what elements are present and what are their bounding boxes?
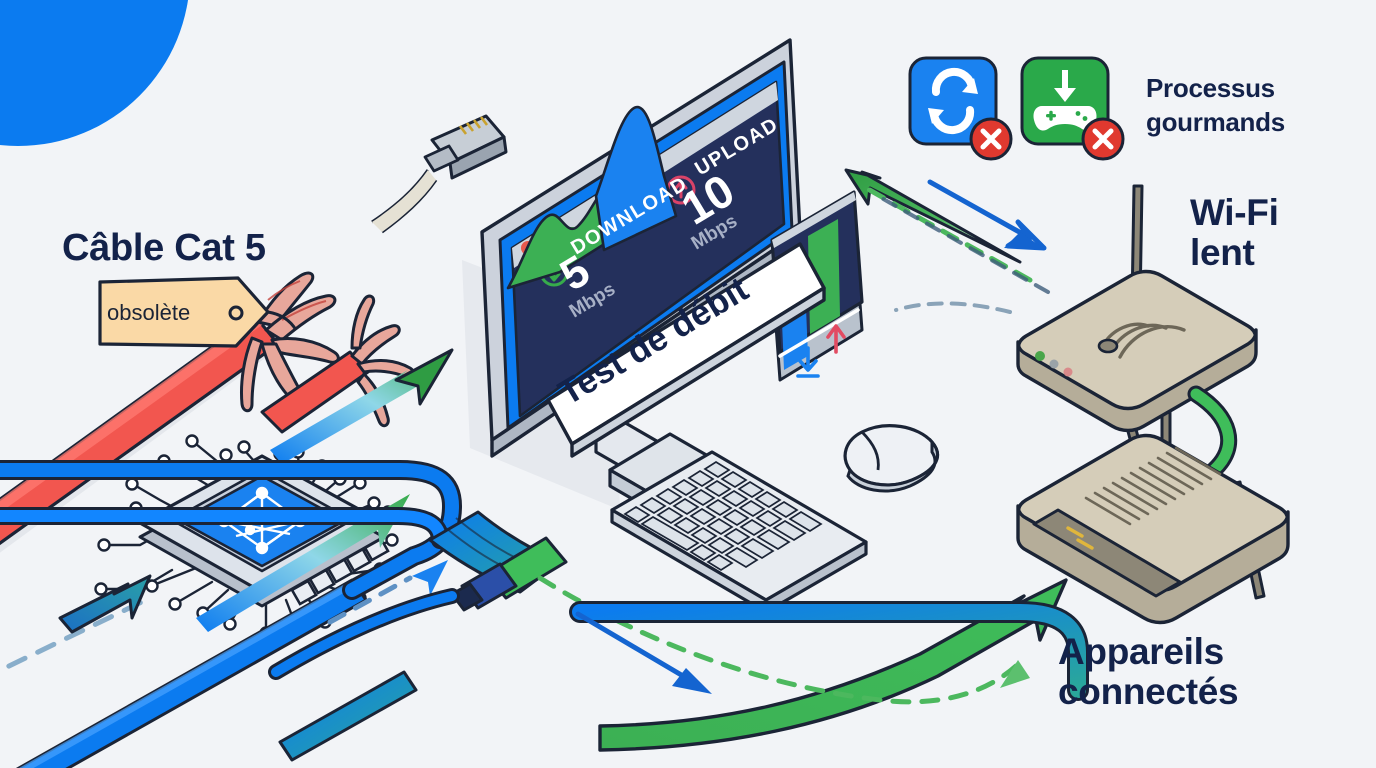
blue-ethernet-cable-segment bbox=[278, 670, 418, 762]
dashed-green-arrowhead bbox=[1000, 660, 1030, 688]
dashed-curve-top bbox=[894, 301, 1012, 314]
arrow-mid-bottom-blue bbox=[575, 611, 712, 694]
arrow-chip-in bbox=[58, 574, 152, 634]
download-arrow-icon bbox=[796, 346, 820, 378]
router-led-grey bbox=[1049, 359, 1059, 369]
arrow-cable-up bbox=[196, 494, 410, 632]
wifi-router-bottom bbox=[1016, 433, 1290, 625]
dashed-dark-path-top bbox=[876, 194, 1050, 294]
arrow-small-blue-mid bbox=[412, 560, 448, 596]
obsolete-tag bbox=[98, 276, 298, 348]
label-processus-gourmands: Processus gourmands bbox=[1146, 73, 1285, 137]
label-obsolete-tag: obsolète bbox=[107, 300, 191, 325]
mouse bbox=[843, 424, 939, 493]
upload-arrow-icon bbox=[826, 324, 846, 354]
rj45-connector bbox=[371, 114, 508, 234]
dashed-blue-path-mid bbox=[327, 575, 413, 625]
router-led-green bbox=[1035, 351, 1045, 361]
arrow-to-monitor-green bbox=[270, 348, 454, 464]
sync-process-badge[interactable] bbox=[908, 56, 1013, 161]
teal-cable-bottom bbox=[569, 601, 1089, 701]
game-download-badge[interactable] bbox=[1020, 56, 1125, 161]
download-caption: DOWNLOAD bbox=[567, 172, 691, 259]
test-de-debit-button[interactable] bbox=[546, 242, 826, 458]
red-x-circle-icon bbox=[969, 117, 1013, 161]
monitor-readout: DOWNLOAD 5 Mbps UPLOAD 10 Mbps bbox=[552, 113, 783, 322]
router-led-red bbox=[1063, 367, 1073, 377]
dashed-blue-path-left bbox=[0, 595, 153, 674]
speed-graph-peaks bbox=[506, 105, 678, 290]
wifi-router-top bbox=[1016, 184, 1258, 472]
label-cable-cat5: Câble Cat 5 bbox=[62, 227, 266, 269]
red-x-circle-icon bbox=[1081, 117, 1125, 161]
keyboard bbox=[610, 450, 868, 614]
blue-corner-circle bbox=[0, 0, 188, 146]
green-patch-cable bbox=[268, 510, 568, 680]
label-appareils-connectes: Appareils connectés bbox=[1058, 631, 1239, 712]
arrow-downstream-blue bbox=[927, 179, 1047, 251]
label-wifi-lent: Wi-Fi lent bbox=[1190, 192, 1279, 273]
